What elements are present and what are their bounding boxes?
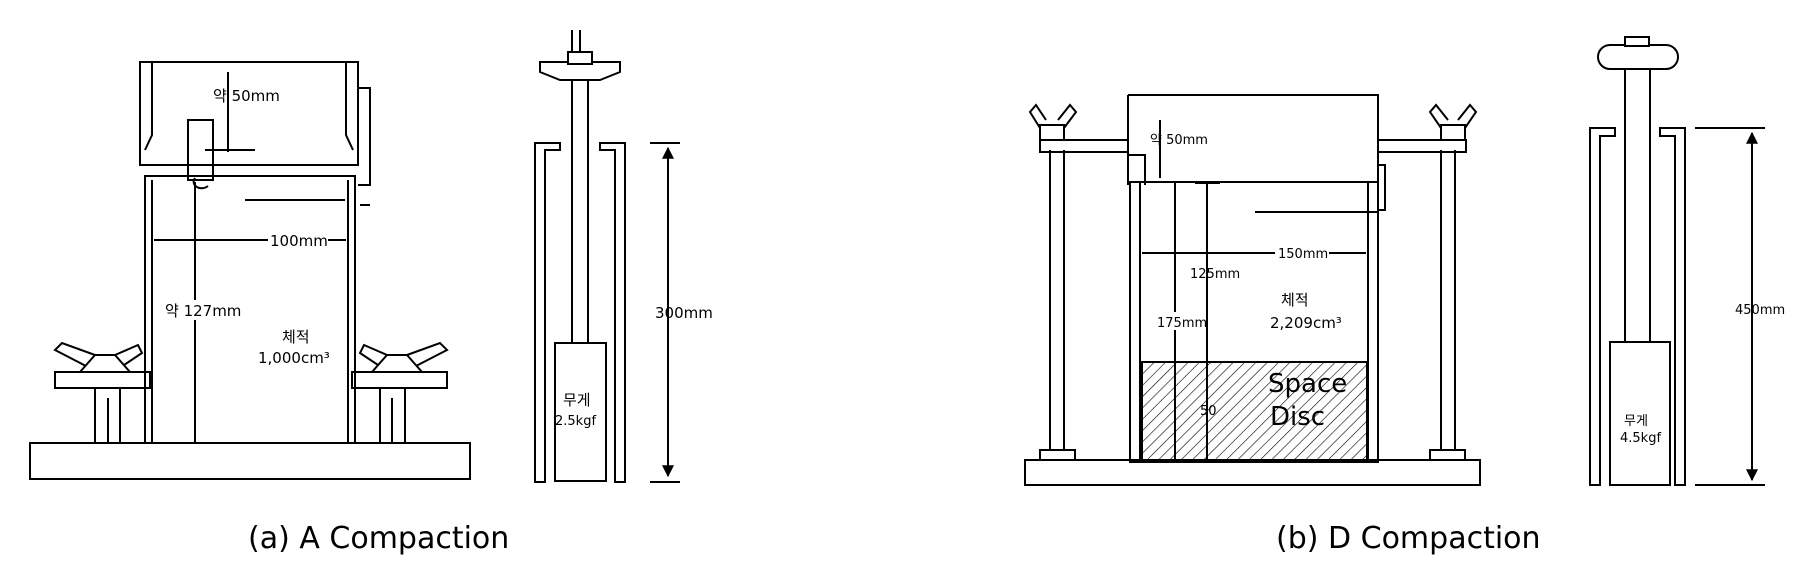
a-caption: (a) A Compaction: [248, 521, 509, 556]
b-inner-diameter-label: 150mm: [1278, 247, 1328, 262]
b-wing-nut-left: [1028, 103, 1078, 140]
panel-a-rammer: 무게 2.5kgf 300mm: [534, 30, 713, 483]
b-drop-height-label: 450mm: [1735, 303, 1785, 318]
b-weight-value: 4.5kgf: [1620, 431, 1661, 446]
b-collar-height-label: 약 50mm: [1150, 133, 1208, 148]
b-side-rod-right: [1440, 150, 1456, 450]
b-rammer-handle: [1597, 44, 1679, 70]
a-inner-diameter-label: 100mm: [270, 232, 328, 250]
a-weight-value: 2.5kgf: [555, 414, 596, 429]
b-side-rod-left: [1049, 150, 1065, 450]
b-disc-label-1: Space: [1268, 369, 1347, 399]
b-disc-label-2: Disc: [1270, 402, 1325, 432]
b-space-disc: [1141, 361, 1368, 461]
b-rammer-weight: [1609, 341, 1671, 486]
a-base-plate: [29, 442, 471, 480]
a-drop-height-label: 300mm: [655, 304, 713, 322]
a-clamp-bar-left: [54, 371, 151, 389]
a-wing-nut-left: [53, 341, 144, 373]
b-mold-body: [1129, 181, 1379, 463]
a-rammer-sleeve: [534, 142, 561, 483]
b-weight-label: 무게: [1624, 414, 1648, 429]
panel-b-mold: Space Disc 약 50mm 150mm 125mm 175mm 50 체…: [1024, 94, 1481, 486]
a-clamp-bar-right: [351, 371, 448, 389]
b-caption: (b) D Compaction: [1276, 521, 1541, 556]
b-volume-label: 체적: [1281, 291, 1309, 309]
a-volume-label: 체적: [282, 328, 310, 346]
a-mold-body: [144, 175, 356, 444]
b-rammer-rod: [1624, 69, 1651, 342]
a-collar-height-label: 약 50mm: [213, 87, 280, 105]
a-post-left: [94, 388, 121, 443]
b-height-175-label: 175mm: [1157, 316, 1207, 331]
b-rammer-sleeve: [1589, 127, 1616, 486]
b-clamp-plate-left: [1039, 139, 1129, 153]
b-wing-nut-right: [1428, 103, 1478, 140]
panel-b-rammer: 무게 4.5kgf 450mm: [1589, 36, 1785, 486]
b-collar: [1127, 94, 1386, 211]
b-base-plate: [1024, 459, 1481, 486]
a-volume-value: 1,000cm³: [258, 349, 330, 367]
b-height-125-label: 125mm: [1190, 267, 1240, 282]
a-rammer-handle: [539, 61, 621, 81]
a-rammer-weight: [554, 342, 607, 482]
b-clamp-plate-right: [1377, 139, 1467, 153]
a-mold-height-label: 약 127mm: [165, 302, 241, 320]
b-disc-height-label: 50: [1200, 404, 1217, 419]
a-post-right: [379, 388, 406, 443]
panel-a-mold: 약 50mm 100mm 약 127mm 체적 1,000cm³: [29, 61, 471, 480]
a-wing-nut-right: [358, 341, 449, 373]
b-volume-value: 2,209cm³: [1270, 314, 1342, 332]
a-weight-label: 무게: [563, 391, 591, 409]
a-collar: [139, 61, 371, 206]
